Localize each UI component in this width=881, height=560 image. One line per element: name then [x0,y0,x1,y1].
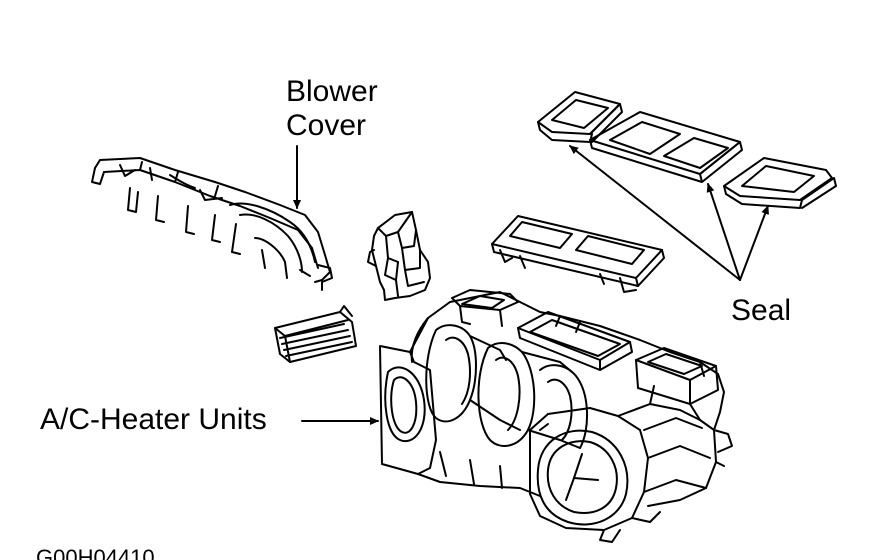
seal-label: Seal [731,294,792,327]
seal-arrow-3 [739,205,769,281]
figure-code-label: G00H04410 [36,545,155,560]
blower-cover-label-line2: Cover [286,109,367,142]
blower-cover-part [91,157,333,291]
seal-parts [537,91,837,209]
small-filter-part [274,305,357,363]
seal-arrow-1 [569,145,741,281]
seal-arrow-2 [706,183,741,281]
ac-heater-unit-part [379,289,733,543]
filter-frame-part [491,215,665,293]
ac-heater-units-label: A/C-Heater Units [40,403,267,436]
blower-cover-label-line1: Blower [286,75,378,108]
leader-arrows [293,145,769,425]
blower-bracket-part [367,211,431,301]
